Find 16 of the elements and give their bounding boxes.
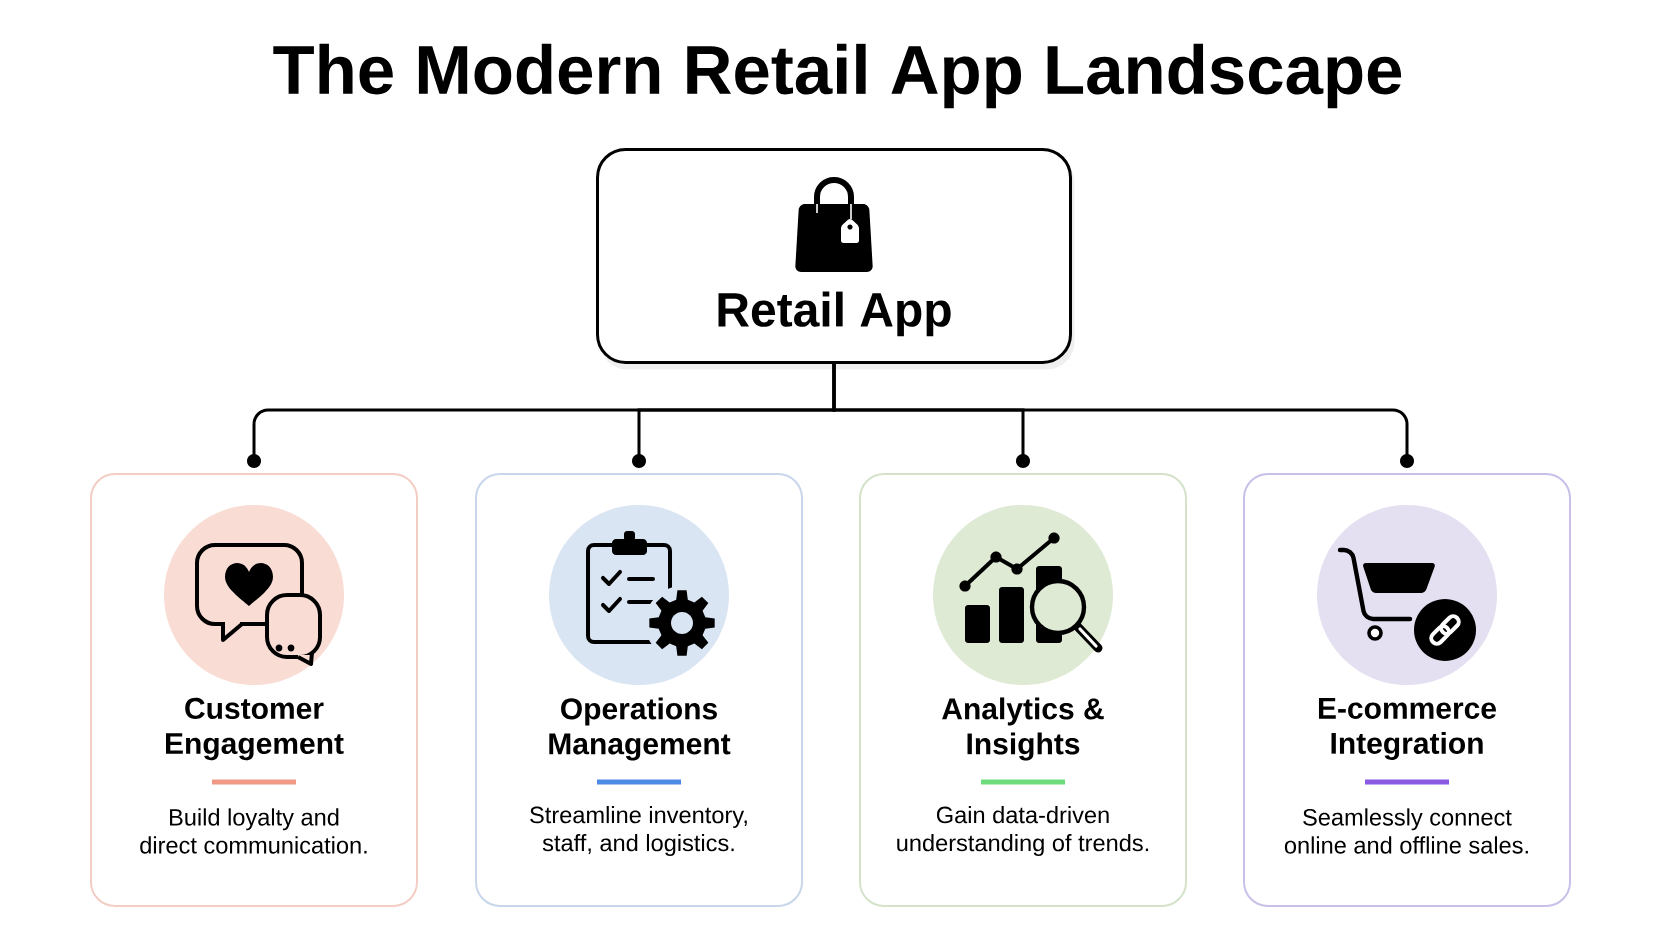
card bbox=[475, 473, 803, 907]
card-text: Gain data-driven understanding of trends. bbox=[897, 806, 1149, 856]
card bbox=[90, 473, 418, 907]
card-heading: Customer Engagement bbox=[166, 697, 344, 761]
connector bbox=[832, 364, 1414, 468]
title: The Modern Retail App Landscape bbox=[273, 43, 1402, 109]
card-heading: Operations Management bbox=[549, 697, 731, 761]
card-text: Seamlessly connect online and offline sales. bbox=[1284, 808, 1528, 854]
card-heading: E-commerce Integration bbox=[1318, 698, 1496, 760]
card bbox=[1243, 473, 1571, 907]
app-box bbox=[596, 148, 1075, 370]
card-text: Build loyalty and direct communication. bbox=[140, 808, 367, 854]
card-text: Streamline inventory, staff, and logistics. bbox=[530, 806, 747, 856]
card bbox=[859, 473, 1187, 907]
card-heading: Analytics & Insights bbox=[942, 697, 1104, 761]
box-label: Retail App bbox=[718, 291, 951, 337]
